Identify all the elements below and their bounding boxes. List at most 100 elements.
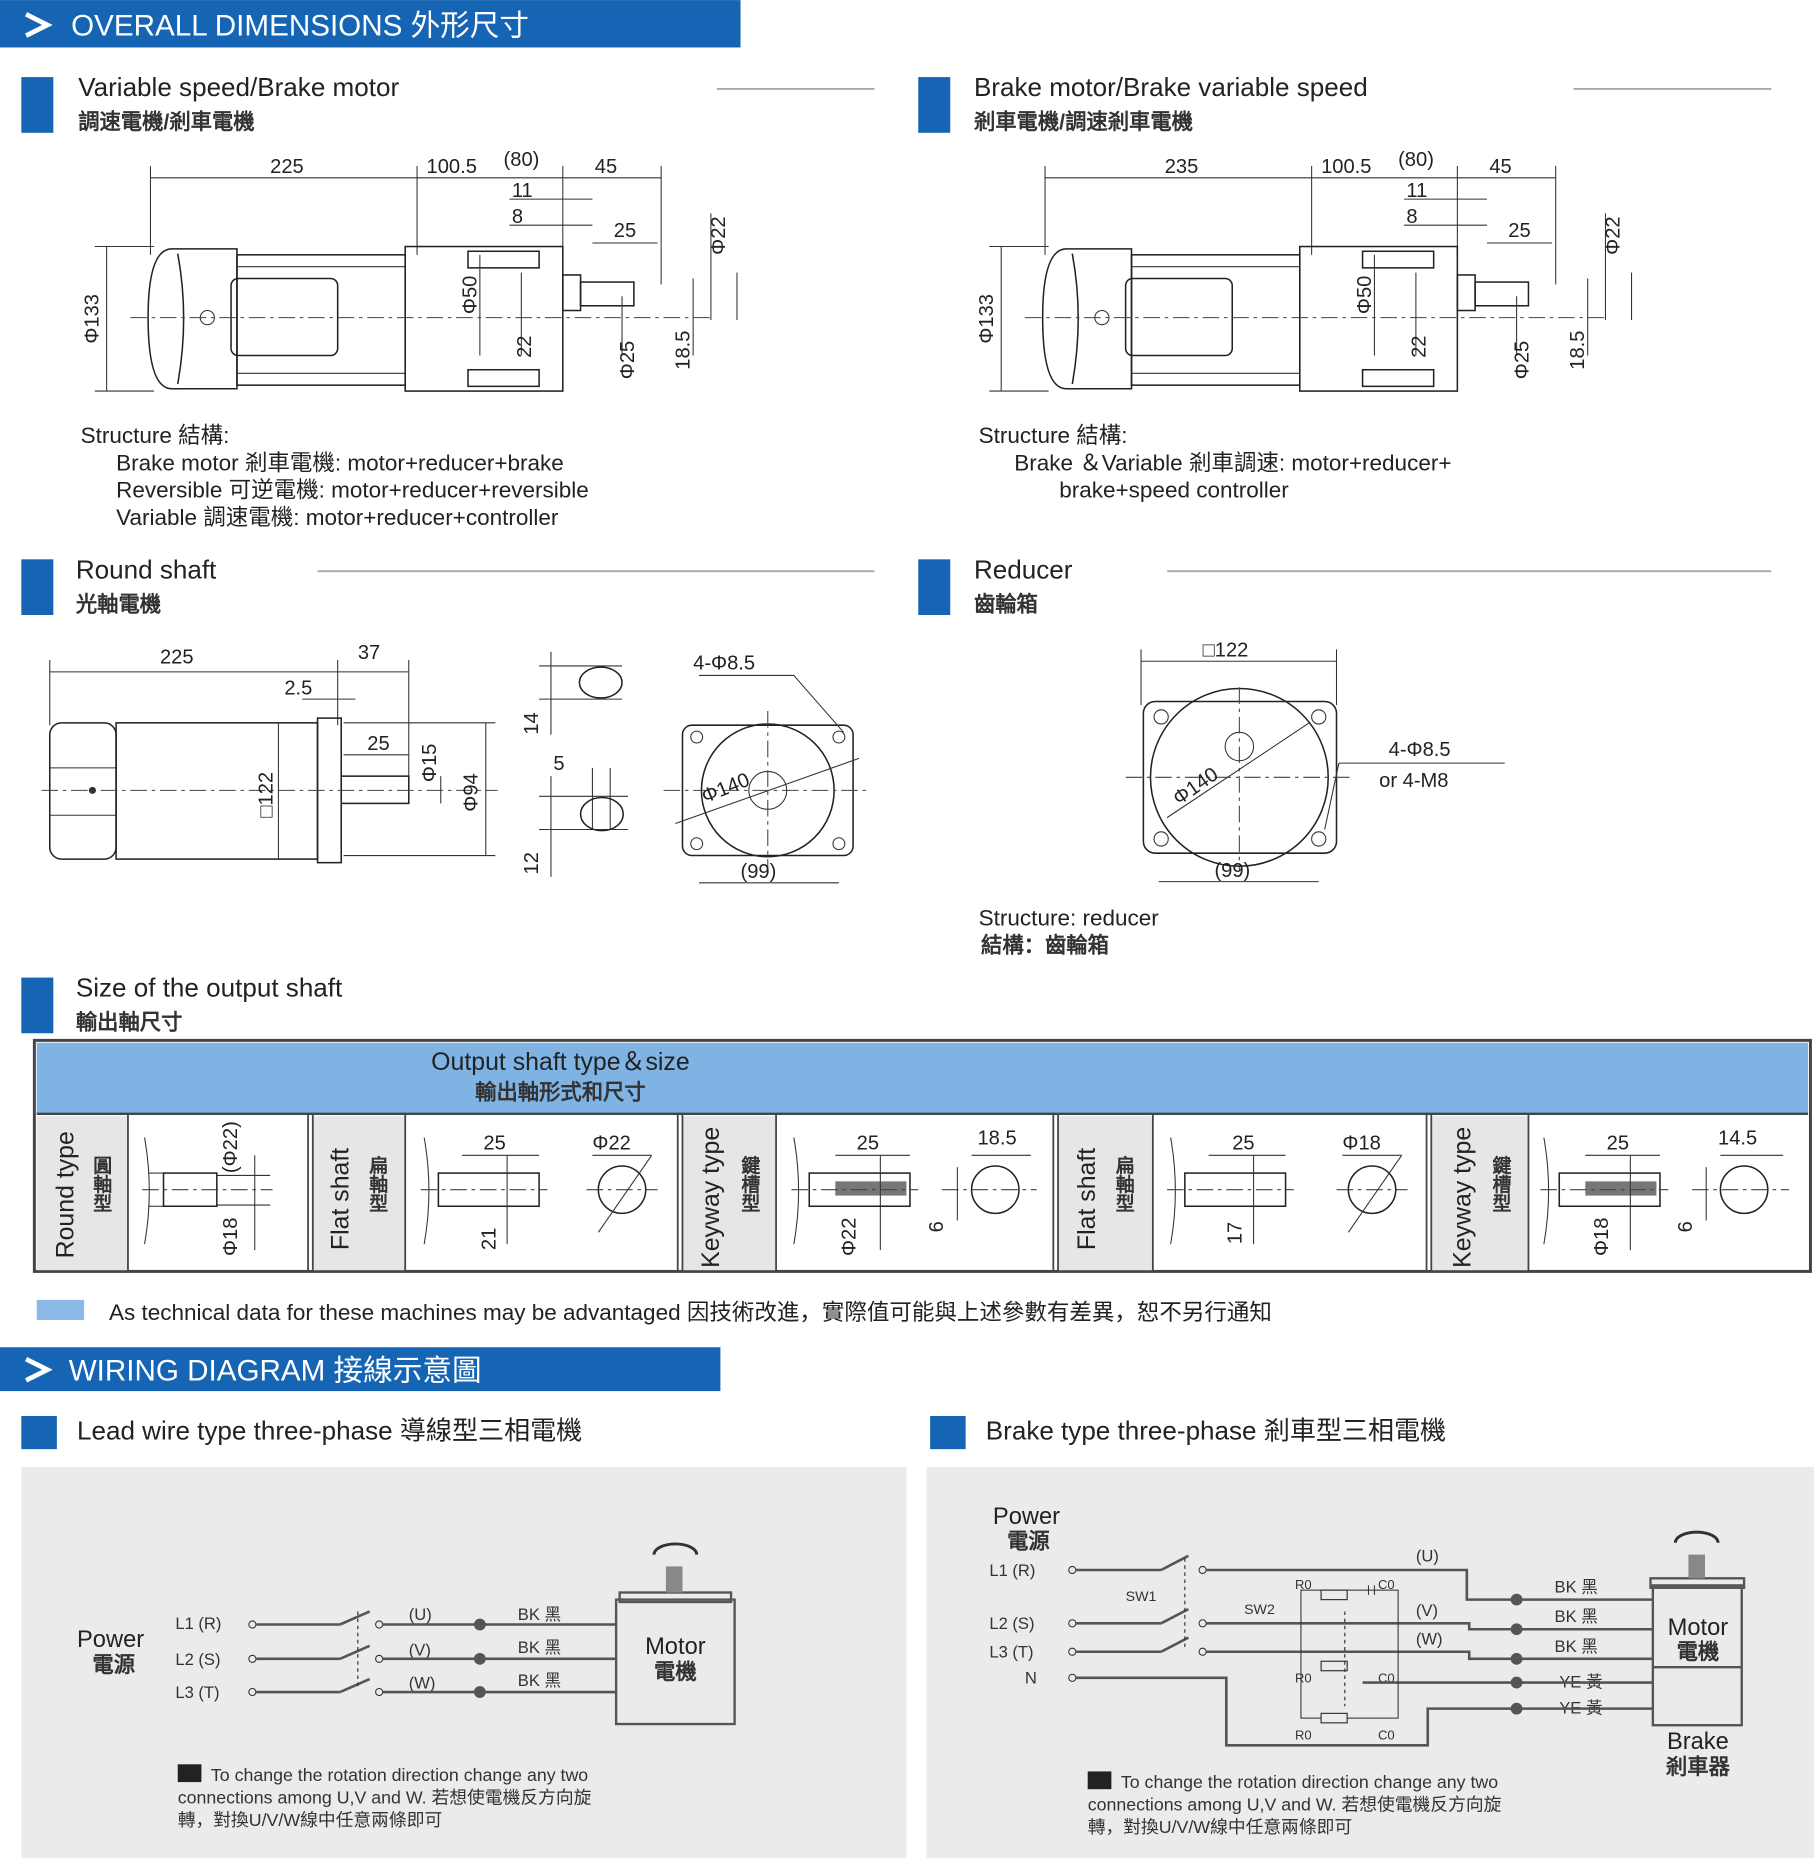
phase-label: (U)	[409, 1605, 432, 1624]
dim-label: 18.5	[1567, 331, 1589, 370]
line-label: L3 (T)	[175, 1683, 219, 1702]
shaft-type-round: Round type 圓軸型 (Φ22) Φ18	[51, 1121, 273, 1258]
shaft-type-flat-18: Flat shaft 扁軸型 25 17 Φ18	[1073, 1132, 1408, 1250]
section-heading-variable-brake: Variable speed/Brake motor 調速電機/剎車電機	[21, 72, 875, 134]
wire-color-label: BK 黑	[1555, 1637, 1598, 1656]
capacitor-label: C0	[1378, 1577, 1395, 1592]
shaft-type-label: Keyway type	[697, 1127, 725, 1268]
dim-label: 225	[270, 156, 304, 178]
section-subtitle: 調速電機/剎車電機	[78, 109, 255, 134]
shaft-type-label: Flat shaft	[326, 1148, 354, 1250]
structure-line: Variable 調速電機: motor+reducer+controller	[116, 505, 559, 530]
dim-label: (99)	[741, 861, 777, 883]
dim-label: Φ22	[838, 1218, 860, 1256]
dim-label: 12	[521, 852, 543, 874]
dim-label: Φ140	[699, 769, 753, 808]
dim-label: 2.5	[284, 677, 312, 699]
shaft-type-flat-22: Flat shaft 扁軸型 25 21 Φ22	[326, 1132, 658, 1250]
dim-label: 25	[1232, 1132, 1254, 1154]
dim-label: 18.5	[977, 1128, 1016, 1150]
structure-text-brake-variable: Structure 結構: Brake ＆Variable 剎車調速: moto…	[979, 423, 1452, 503]
motor-label-cn: 電機	[1677, 1640, 1720, 1664]
shaft-type-label: Round type	[51, 1131, 79, 1258]
rotation-arrow-icon	[1673, 1530, 1720, 1543]
dim-label: or 4-M8	[1379, 770, 1448, 792]
dim-label: 25	[1607, 1132, 1629, 1154]
dim-label: (80)	[504, 149, 540, 171]
dim-label: 8	[1406, 206, 1417, 228]
note-line: To change the rotation direction change …	[1121, 1772, 1498, 1792]
section-heading-reducer: Reducer 齒輪箱	[918, 554, 1772, 616]
section-heading-output-shaft: Size of the output shaft 輸出軸尺寸	[21, 973, 343, 1035]
phase-label: (W)	[409, 1673, 436, 1692]
dim-label: 6	[926, 1221, 948, 1232]
dim-label: 25	[857, 1132, 879, 1154]
power-label-cn: 電源	[1007, 1530, 1050, 1554]
note-line: To change the rotation direction change …	[211, 1765, 588, 1785]
shaft-type-label-cn: 圓軸型	[90, 1155, 111, 1212]
phase-label: (V)	[409, 1640, 431, 1659]
section-title: Brake motor/Brake variable speed	[974, 72, 1368, 102]
dim-label: Φ18	[1591, 1218, 1613, 1256]
shaft-type-label-cn: 鍵槽型	[1490, 1154, 1511, 1212]
phase-label: (V)	[1416, 1601, 1438, 1620]
power-label-cn: 電源	[92, 1653, 135, 1677]
shaft-type-label: Flat shaft	[1073, 1148, 1101, 1250]
dim-label: Φ133	[976, 294, 998, 344]
section-subtitle: 齒輪箱	[974, 591, 1038, 616]
structure-line: brake+speed controller	[1059, 478, 1289, 503]
section-heading-lead-wire: Lead wire type three-phase 導線型三相電機	[21, 1416, 582, 1450]
structure-label-cn: 結構：齒輪箱	[981, 933, 1109, 958]
dim-label: □122	[1203, 639, 1249, 661]
dim-label: □122	[256, 772, 278, 818]
dim-label: Φ50	[1354, 276, 1376, 314]
structure-label: Structure: reducer	[979, 905, 1160, 930]
note-line: 轉，對換U/V/W線中任意兩條即可	[1088, 1817, 1353, 1837]
dim-label: Φ22	[1603, 216, 1625, 254]
section-heading-brake-type: Brake type three-phase 剎車型三相電機	[930, 1416, 1446, 1450]
line-label: N	[1025, 1669, 1037, 1688]
brake-label-cn: 剎車器	[1665, 1755, 1731, 1779]
section-title: Round shaft	[76, 554, 217, 584]
dim-label: 17	[1225, 1222, 1247, 1244]
note-line: 轉，對換U/V/W線中任意兩條即可	[178, 1810, 443, 1830]
dim-label: 22	[1408, 336, 1430, 358]
resistor-label: R0	[1295, 1577, 1312, 1592]
dim-label: Φ25	[617, 341, 639, 379]
phase-label: (W)	[1416, 1630, 1443, 1649]
dim-label: 25	[367, 733, 389, 755]
dim-label: 25	[1508, 220, 1530, 242]
structure-line: Brake ＆Variable 剎車調速: motor+reducer+	[1014, 450, 1451, 475]
capacitor-label: C0	[1378, 1727, 1395, 1742]
wire-color-label: BK 黑	[518, 1671, 561, 1690]
motor-brake-box: Motor 電機 Brake 剎車器	[1649, 1530, 1746, 1779]
resistor-label: R0	[1295, 1727, 1312, 1742]
table-title-cn: 輸出軸形式和尺寸	[475, 1080, 646, 1105]
dim-label: 235	[1165, 156, 1199, 178]
shaft-type-keyway-18: Keyway type 鍵槽型 25 Φ18 14.5 6	[1448, 1127, 1790, 1268]
round-shaft-drawing: 225 37 2.5 25 Φ15 □122 Φ94 14 5 12 4-Φ8.…	[41, 642, 871, 884]
section-header-title: WIRING DIAGRAM 接線示意圖	[69, 1354, 482, 1387]
phase-label: (U)	[1416, 1547, 1439, 1566]
dim-label: 25	[483, 1132, 505, 1154]
line-label: L3 (T)	[989, 1643, 1033, 1662]
dim-label: 100.5	[1321, 156, 1371, 178]
brake-type-diagram: Power 電源 L1 (R) L2 (S) L3 (T) N SW1 SW2 …	[926, 1466, 1814, 1858]
switch-label: SW1	[1126, 1589, 1157, 1605]
dim-label: 14	[521, 712, 543, 734]
motor-box: Motor 電機	[614, 1542, 736, 1726]
legend-swatch	[36, 1299, 85, 1320]
dim-label: 11	[1406, 180, 1427, 202]
technical-data-note: As technical data for these machines may…	[36, 1299, 1272, 1325]
section-title: Reducer	[974, 554, 1073, 584]
section-heading-round-shaft: Round shaft 光軸電機	[21, 554, 875, 616]
section-title: Brake type three-phase 剎車型三相電機	[986, 1416, 1446, 1446]
motor-side-view-drawing: 225 100.5 (80) 45 11 8 25 Φ22 Φ133 Φ50 2…	[81, 149, 738, 392]
dim-label: 37	[358, 642, 380, 664]
dim-label: 18.5	[673, 331, 695, 370]
output-shaft-table: Output shaft type＆size 輸出軸形式和尺寸 Round ty…	[32, 1038, 1812, 1273]
switch-label: SW2	[1244, 1602, 1275, 1618]
dim-label: (80)	[1398, 149, 1434, 171]
dim-label: 5	[553, 753, 564, 775]
